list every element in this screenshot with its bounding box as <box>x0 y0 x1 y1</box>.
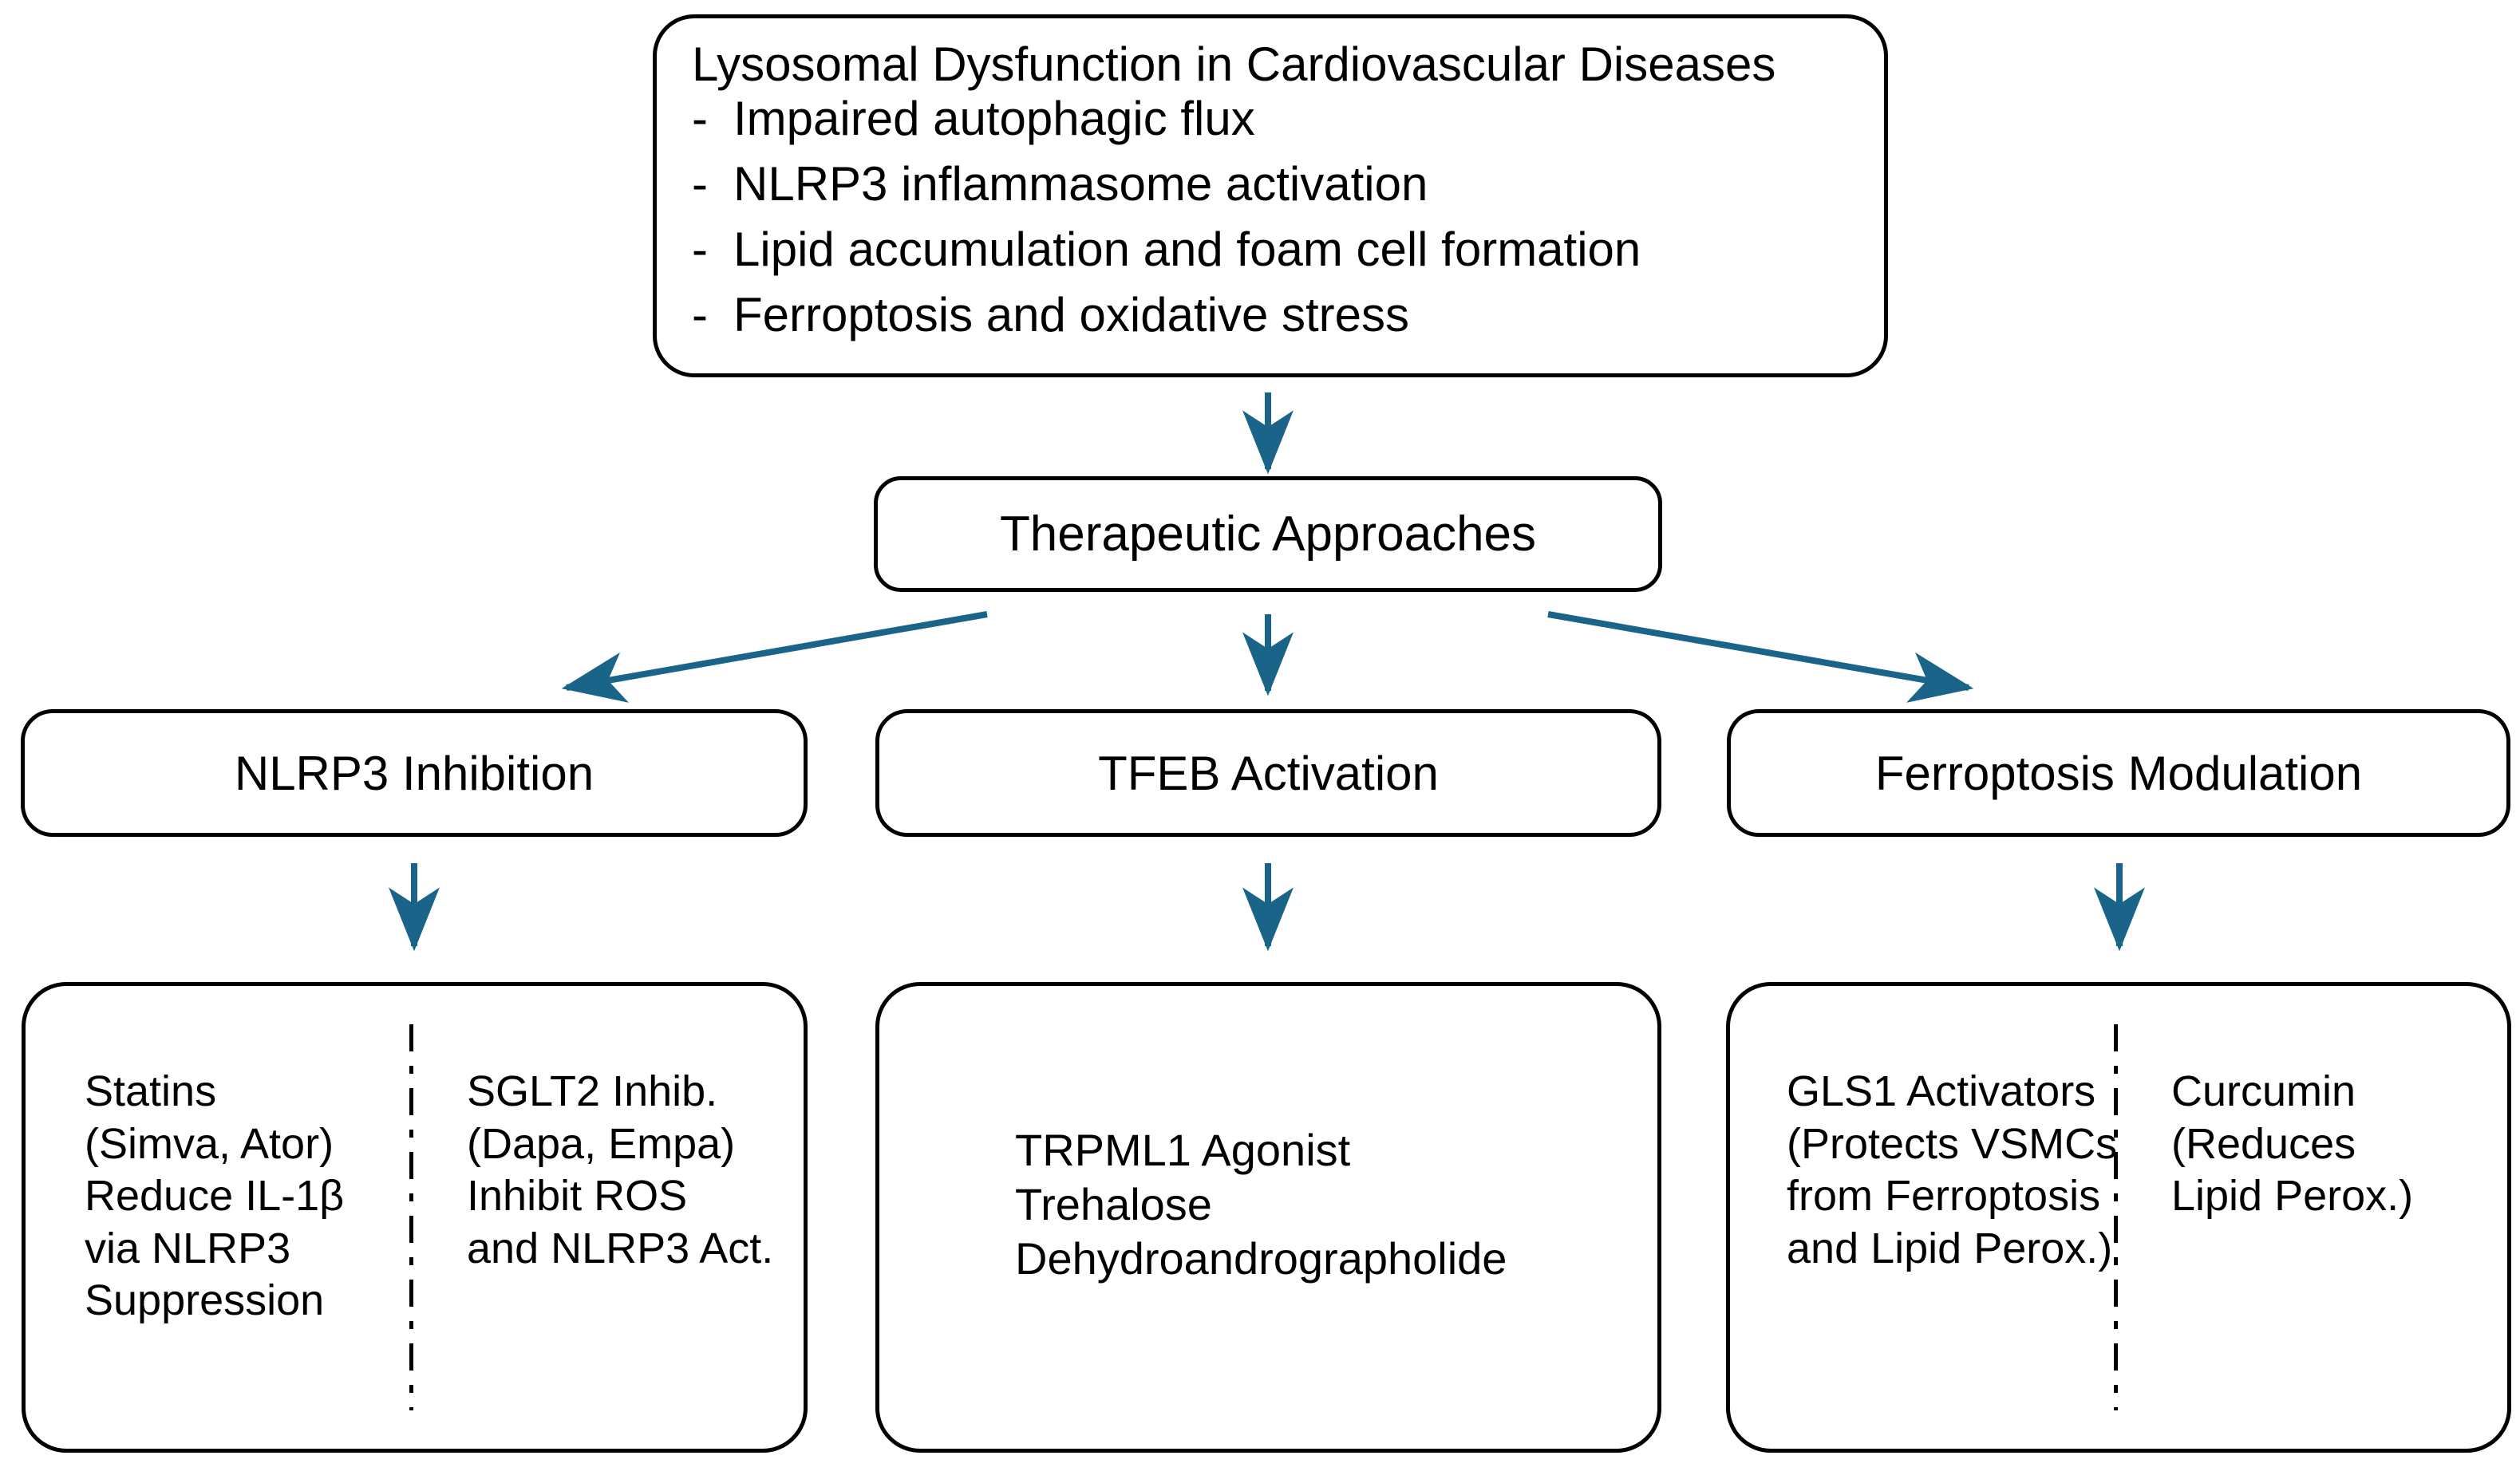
pillar-nlrp3-inhibition-title: NLRP3 Inhibition <box>234 746 594 800</box>
bullet-dash-icon: - <box>692 92 708 145</box>
panel-ferroptosis-divider <box>2114 1024 2118 1410</box>
bullet-dash-icon: - <box>692 288 708 341</box>
panel-nlrp3-details: Statins (Simva, Ator) Reduce IL-1β via N… <box>22 982 808 1453</box>
therapeutic-approaches-title: Therapeutic Approaches <box>999 507 1537 562</box>
bullet-label: Ferroptosis and oxidative stress <box>733 288 1410 341</box>
bullet-dash-icon: - <box>692 223 708 276</box>
panel-nlrp3-divider <box>409 1024 413 1410</box>
panel-tfeb-text: TRPML1 Agonist Trehalose Dehydroandrogra… <box>1015 1125 1507 1284</box>
pillar-tfeb-activation-title: TFEB Activation <box>1098 746 1439 800</box>
bullet-item-ferroptosis-oxidative-stress: -Ferroptosis and oxidative stress <box>692 291 1409 339</box>
panel-ferroptosis-left-column: GLS1 Activators (Protects VSMCs from Fer… <box>1787 1067 2118 1272</box>
bullet-dash-icon: - <box>692 157 708 211</box>
panel-ferroptosis-right-column: Curcumin (Reduces Lipid Perox.) <box>2171 1067 2414 1221</box>
bullet-label: NLRP3 inflammasome activation <box>733 157 1428 211</box>
lysosomal-dysfunction-title: Lysosomal Dysfunction in Cardiovascular … <box>692 37 1776 91</box>
panel-nlrp3-left-column: Statins (Simva, Ator) Reduce IL-1β via N… <box>85 1067 345 1325</box>
bullet-item-lipid-accumulation: -Lipid accumulation and foam cell format… <box>692 226 1641 274</box>
bullet-label: Lipid accumulation and foam cell formati… <box>733 223 1641 276</box>
therapeutic-approaches-box: Therapeutic Approaches <box>874 476 1662 592</box>
pillar-ferroptosis-modulation-title: Ferroptosis Modulation <box>1874 746 2363 800</box>
panel-tfeb-details: TRPML1 Agonist Trehalose Dehydroandrogra… <box>875 982 1661 1453</box>
pillar-ferroptosis-modulation-box: Ferroptosis Modulation <box>1727 709 2510 837</box>
arrow-therapeutic-to-ferroptosis <box>1547 611 1974 703</box>
panel-nlrp3-right-column: SGLT2 Inhib. (Dapa, Empa) Inhibit ROS an… <box>467 1067 774 1272</box>
pillar-tfeb-activation-box: TFEB Activation <box>875 709 1661 837</box>
bullet-item-nlrp3-inflammasome-activation: -NLRP3 inflammasome activation <box>692 160 1428 208</box>
bullet-item-impaired-autophagic-flux: -Impaired autophagic flux <box>692 95 1255 143</box>
pillar-nlrp3-inhibition-box: NLRP3 Inhibition <box>21 709 808 837</box>
arrow-therapeutic-to-nlrp3 <box>561 611 988 703</box>
panel-ferroptosis-details: GLS1 Activators (Protects VSMCs from Fer… <box>1726 982 2511 1453</box>
bullet-label: Impaired autophagic flux <box>733 92 1255 145</box>
lysosomal-dysfunction-box: Lysosomal Dysfunction in Cardiovascular … <box>653 14 1888 377</box>
